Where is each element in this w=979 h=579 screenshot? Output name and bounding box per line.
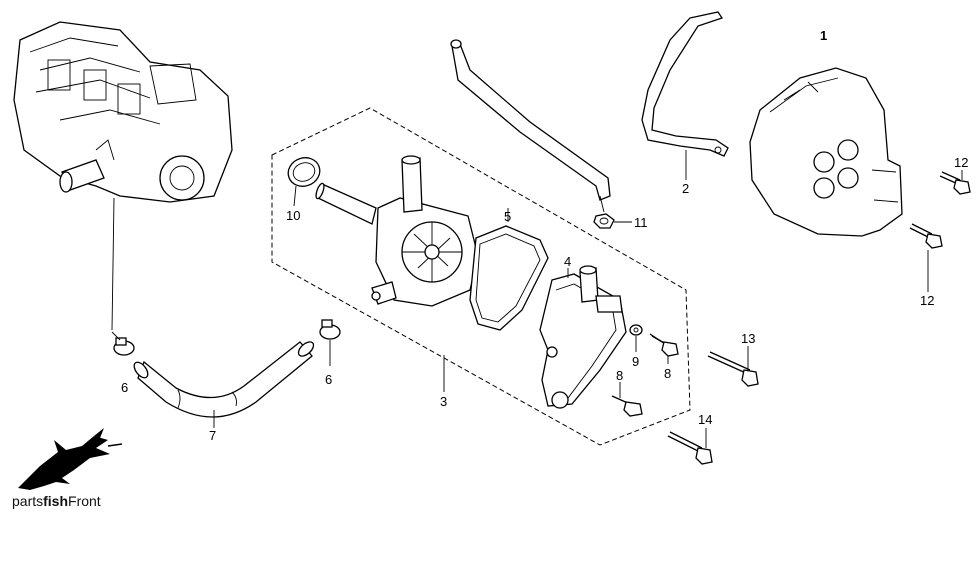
callout-8-upper: 8 [664, 366, 671, 381]
bypass-hose [450, 39, 611, 213]
bolt-lower [611, 382, 643, 417]
hose-clamp-right [319, 319, 341, 366]
callout-12-upper: 12 [954, 155, 968, 170]
callout-14: 14 [698, 412, 712, 427]
callout-4: 4 [564, 254, 571, 269]
callout-13: 13 [741, 331, 755, 346]
brand-footer: partsfishFront [12, 493, 101, 509]
pump-cover [539, 265, 627, 409]
callout-3: 3 [440, 394, 447, 409]
callout-2: 2 [682, 181, 689, 196]
bolt-upper [649, 333, 679, 364]
callout-6-right: 6 [325, 372, 332, 387]
callout-11: 11 [634, 215, 648, 230]
brand-prefix: parts [12, 493, 44, 509]
washer [629, 324, 643, 352]
long-bolt-13 [707, 346, 759, 387]
brand-suffix: Front [68, 493, 101, 509]
callout-7: 7 [209, 428, 216, 443]
pump-cover-assembly [749, 67, 903, 237]
assembly-outline [271, 107, 691, 446]
leader-engine-clamp [111, 197, 115, 331]
callout-10: 10 [286, 208, 300, 223]
callout-12-lower: 12 [920, 293, 934, 308]
engine-block [13, 21, 233, 203]
callout-9: 9 [632, 354, 639, 369]
long-bolt-14 [667, 428, 713, 465]
o-ring [287, 157, 321, 207]
bracket [641, 11, 729, 180]
nut [593, 213, 632, 229]
water-pump [315, 155, 479, 307]
callout-5: 5 [504, 209, 511, 224]
brand-bold: fish [43, 493, 69, 509]
callout-8-lower: 8 [616, 368, 623, 383]
bolt-12-upper [939, 170, 971, 195]
callout-1: 1 [820, 28, 827, 43]
hose-clamp-left [111, 331, 135, 356]
bolt-12-lower [909, 223, 943, 292]
marlin-fish-icon [18, 428, 123, 490]
gasket [469, 208, 549, 331]
water-hose [133, 341, 315, 428]
callout-6-left: 6 [121, 380, 128, 395]
